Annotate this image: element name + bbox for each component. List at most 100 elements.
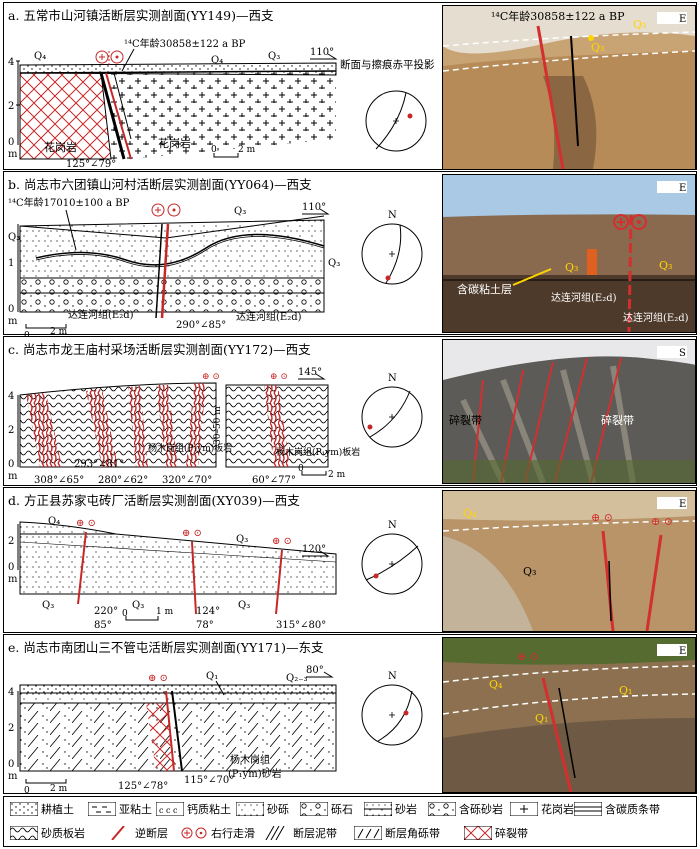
svg-text:⊕ ⊙: ⊕ ⊙ xyxy=(182,528,202,539)
svg-text:Q₃: Q₃ xyxy=(523,565,536,578)
svg-text:⊕ ⊙: ⊕ ⊙ xyxy=(591,511,613,524)
svg-text:¹⁴C年龄30858±122 a BP: ¹⁴C年龄30858±122 a BP xyxy=(491,9,625,23)
legend-item: 含碳质条带 xyxy=(574,801,660,817)
svg-text:4: 4 xyxy=(8,57,14,68)
field-photo-a: ¹⁴C年龄30858±122 a BP Q₃ Q₃ E xyxy=(442,5,696,170)
svg-text:110°: 110° xyxy=(302,202,326,213)
field-photo-d: ⊕ ⊙ ⊕ ⊙ Q₄ Q₃ E xyxy=(442,490,696,632)
svg-text:0: 0 xyxy=(8,459,14,470)
svg-text:78°: 78° xyxy=(196,620,214,631)
svg-text:0: 0 xyxy=(298,464,304,474)
svg-text:花岗岩: 花岗岩 xyxy=(44,140,77,154)
svg-text:m: m xyxy=(8,771,18,782)
svg-text:⊕ ⊙: ⊕ ⊙ xyxy=(517,650,539,663)
svg-text:308°∠65°: 308°∠65° xyxy=(34,475,84,486)
svg-text:60°∠77°: 60°∠77° xyxy=(252,475,296,486)
svg-text:E: E xyxy=(679,14,686,25)
svg-text:N: N xyxy=(388,210,397,221)
field-photo-c: 碎裂带 碎裂带 S xyxy=(442,339,696,484)
svg-text:280°∠62°: 280°∠62° xyxy=(98,475,148,486)
svg-text:⊕ ⊙: ⊕ ⊙ xyxy=(202,372,220,382)
svg-text:0: 0 xyxy=(122,609,128,619)
legend-item: 碎裂带 xyxy=(464,825,528,841)
svg-text:m: m xyxy=(8,471,18,482)
svg-text:m: m xyxy=(8,316,18,327)
legend-item: 含砾砂岩 xyxy=(428,801,503,817)
svg-text:Q₃: Q₃ xyxy=(268,51,280,62)
svg-text:含碳粘土层: 含碳粘土层 xyxy=(457,282,512,296)
svg-text:220°: 220° xyxy=(94,606,118,617)
legend: 耕植土 亚粘土 c c c钙质粘土 砂砾 砾石 砂岩 含砾砂岩 花岗岩 含碳质条… xyxy=(3,796,697,847)
svg-text:315°∠80°: 315°∠80° xyxy=(276,620,326,631)
svg-text:4: 4 xyxy=(8,687,14,698)
legend-item: 断层角砾带 xyxy=(354,825,440,841)
svg-text:0: 0 xyxy=(8,137,14,148)
svg-text:杨木岗组(P₁ym)板岩: 杨木岗组(P₁ym)板岩 xyxy=(148,442,232,454)
svg-text:Q₄: Q₄ xyxy=(463,507,477,520)
panel-c: c. 尚志市龙王庙村采场活断层实测剖面(YY172)—西支 4 2 0 m ⊕ … xyxy=(3,336,697,486)
svg-text:⊕ ⊙: ⊕ ⊙ xyxy=(272,536,292,547)
svg-text:290°∠85°: 290°∠85° xyxy=(176,320,226,331)
svg-text:m: m xyxy=(8,574,18,585)
legend-item: 逆断层 xyxy=(104,825,168,841)
svg-text:⊕ ⊙: ⊕ ⊙ xyxy=(76,518,96,529)
svg-text:0: 0 xyxy=(8,759,14,770)
svg-text:碎裂带: 碎裂带 xyxy=(449,413,482,427)
svg-text:¹⁴C年龄30858±122 a BP: ¹⁴C年龄30858±122 a BP xyxy=(124,37,246,50)
svg-text:c c c: c c c xyxy=(159,806,178,815)
svg-text:Q₃: Q₃ xyxy=(633,18,646,31)
svg-text:N: N xyxy=(388,671,397,682)
svg-text:0: 0 xyxy=(211,145,217,155)
legend-item: 耕植土 xyxy=(10,801,74,817)
svg-text:Q₁: Q₁ xyxy=(206,671,218,682)
svg-text:Q₃: Q₃ xyxy=(238,600,250,611)
svg-text:115°∠70°: 115°∠70° xyxy=(184,775,234,786)
svg-text:N: N xyxy=(388,520,397,531)
svg-text:Q₄: Q₄ xyxy=(211,55,223,66)
svg-text:碎裂带: 碎裂带 xyxy=(601,413,634,427)
svg-text:0: 0 xyxy=(24,786,30,795)
stereonet-b: N xyxy=(360,208,424,288)
svg-text:0: 0 xyxy=(8,562,14,573)
svg-text:2 m: 2 m xyxy=(238,145,256,155)
stereonet-e: N xyxy=(360,669,424,749)
svg-text:达连河组(E₂d): 达连河组(E₂d) xyxy=(623,311,689,324)
svg-text:N: N xyxy=(388,373,397,384)
svg-text:0: 0 xyxy=(8,304,14,315)
field-photo-b: 含碳粘土层 Q₃ Q₃ 达连河组(E₂d) 达连河组(E₂d) E xyxy=(442,174,696,333)
svg-text:125°∠79°: 125°∠79° xyxy=(66,159,116,169)
svg-text:110°: 110° xyxy=(310,47,334,58)
svg-text:E: E xyxy=(679,499,686,510)
svg-text:80°: 80° xyxy=(306,665,324,676)
field-photo-e: ⊕ ⊙ Q₄ Q₁ Q₁ E xyxy=(442,637,696,793)
svg-text:2: 2 xyxy=(8,536,14,547)
legend-item: 花岗岩 xyxy=(510,801,574,817)
svg-text:m: m xyxy=(8,149,18,160)
svg-text:2: 2 xyxy=(8,723,14,734)
svg-text:杨木岗组(P₁ym)板岩: 杨木岗组(P₁ym)板岩 xyxy=(276,446,360,458)
svg-text:320°∠70°: 320°∠70° xyxy=(162,475,212,486)
svg-text:Q₁: Q₁ xyxy=(619,684,632,697)
svg-text:Q₂₋₃: Q₂₋₃ xyxy=(286,673,308,684)
svg-text:293°∠81°: 293°∠81° xyxy=(74,459,124,470)
svg-text:2 m: 2 m xyxy=(50,327,68,336)
svg-text:达连河组(E₂d): 达连河组(E₂d) xyxy=(551,291,617,304)
svg-text:30–50 m: 30–50 m xyxy=(213,406,223,445)
svg-text:Q₃: Q₃ xyxy=(591,41,604,54)
svg-text:¹⁴C年龄17010±100 a BP: ¹⁴C年龄17010±100 a BP xyxy=(8,196,130,209)
svg-text:杨木岗组: 杨木岗组 xyxy=(230,753,270,766)
svg-text:Q₃: Q₃ xyxy=(236,534,248,545)
svg-text:120°: 120° xyxy=(302,544,326,555)
svg-text:124°: 124° xyxy=(196,606,220,617)
legend-item: 亚粘土 xyxy=(88,801,152,817)
svg-text:Q₃: Q₃ xyxy=(659,259,672,272)
legend-item: 砂砾 xyxy=(236,801,289,817)
svg-text:2 m: 2 m xyxy=(50,784,68,794)
svg-text:Q₃: Q₃ xyxy=(42,600,54,611)
svg-text:2: 2 xyxy=(8,425,14,436)
svg-text:1: 1 xyxy=(8,258,14,269)
svg-text:Q₁: Q₁ xyxy=(535,712,548,725)
legend-item: 砾石 xyxy=(300,801,353,817)
svg-text:⊕ ⊙: ⊕ ⊙ xyxy=(651,515,673,528)
svg-text:4: 4 xyxy=(8,391,14,402)
